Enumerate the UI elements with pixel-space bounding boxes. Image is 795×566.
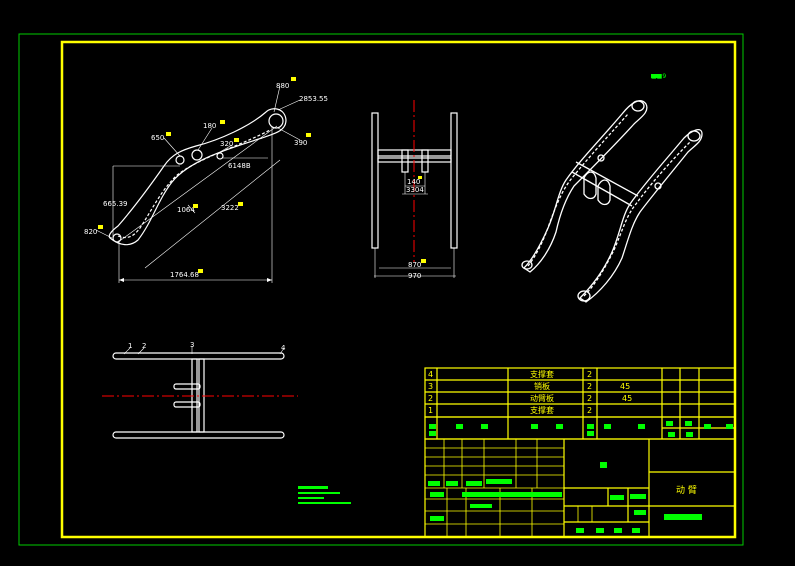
top-view-balloons: 1 2 3 4	[128, 341, 286, 352]
side-view	[95, 85, 301, 283]
bom-row-3-name: 销板	[534, 381, 550, 391]
bom-row-1-no: 1	[428, 406, 433, 415]
iso-label-text: ■■9	[651, 73, 666, 80]
iso-view	[521, 100, 703, 303]
bom-row-4-name: 支撑套	[530, 369, 554, 379]
side-view-dims: 880 2853.55 650 180 320 390 6148B 665.39…	[84, 77, 328, 279]
dim-r-end: 2853.55	[299, 95, 328, 103]
dim-top-small: 880	[276, 82, 289, 90]
bom-row-1-qty: 2	[587, 406, 592, 415]
bom-row-4-qty: 2	[587, 370, 592, 379]
dim-inner-b: 3304	[406, 186, 424, 194]
dim-width-b: 970	[408, 272, 421, 280]
dim-3222: 3222	[221, 204, 239, 212]
bom-row-1-name: 支撑套	[530, 405, 554, 415]
bom-table	[424, 367, 736, 538]
sheet-border	[60, 40, 737, 539]
dim-r650: 650	[151, 134, 164, 142]
balloon-1: 1	[128, 342, 132, 350]
dim-r320: 320	[220, 140, 233, 148]
dim-r300: 390	[294, 139, 307, 147]
dim-bottom: 1764.68	[170, 271, 199, 279]
bom-row-3-no: 3	[428, 382, 433, 391]
dim-inner-a: 140	[407, 178, 420, 186]
bom-row-2-name: 动臂板	[530, 393, 554, 403]
notes-markers	[298, 486, 351, 504]
title-block-title: 动 臂	[676, 484, 697, 496]
outer-frame	[18, 33, 744, 546]
dim-1064: 1064	[177, 206, 195, 214]
bom-row-2-no: 2	[428, 394, 433, 403]
dim-left-r: 820	[84, 228, 97, 236]
bom-rows: 4 支撑套 2 3 销板 2 45 2 动臂板 2 45 1 支撑套 2	[428, 369, 632, 415]
dim-height: 665.39	[103, 200, 128, 208]
bom-row-2-material: 45	[622, 394, 632, 403]
front-view-dims: 140 3304 870 970	[406, 176, 426, 280]
front-view	[371, 112, 458, 278]
bom-row-3-material: 45	[620, 382, 630, 391]
bom-row-2-qty: 2	[587, 394, 592, 403]
balloon-4: 4	[281, 344, 286, 352]
balloon-2: 2	[142, 342, 146, 350]
iso-label: ■■9	[651, 73, 666, 80]
bom-header-markers	[428, 421, 733, 533]
dim-r180: 180	[203, 122, 216, 130]
balloon-3: 3	[190, 341, 194, 349]
dim-width-a: 870	[408, 261, 421, 269]
bom-row-3-qty: 2	[587, 382, 592, 391]
dim-6148: 6148B	[228, 162, 251, 170]
bom-row-4-no: 4	[428, 370, 433, 379]
